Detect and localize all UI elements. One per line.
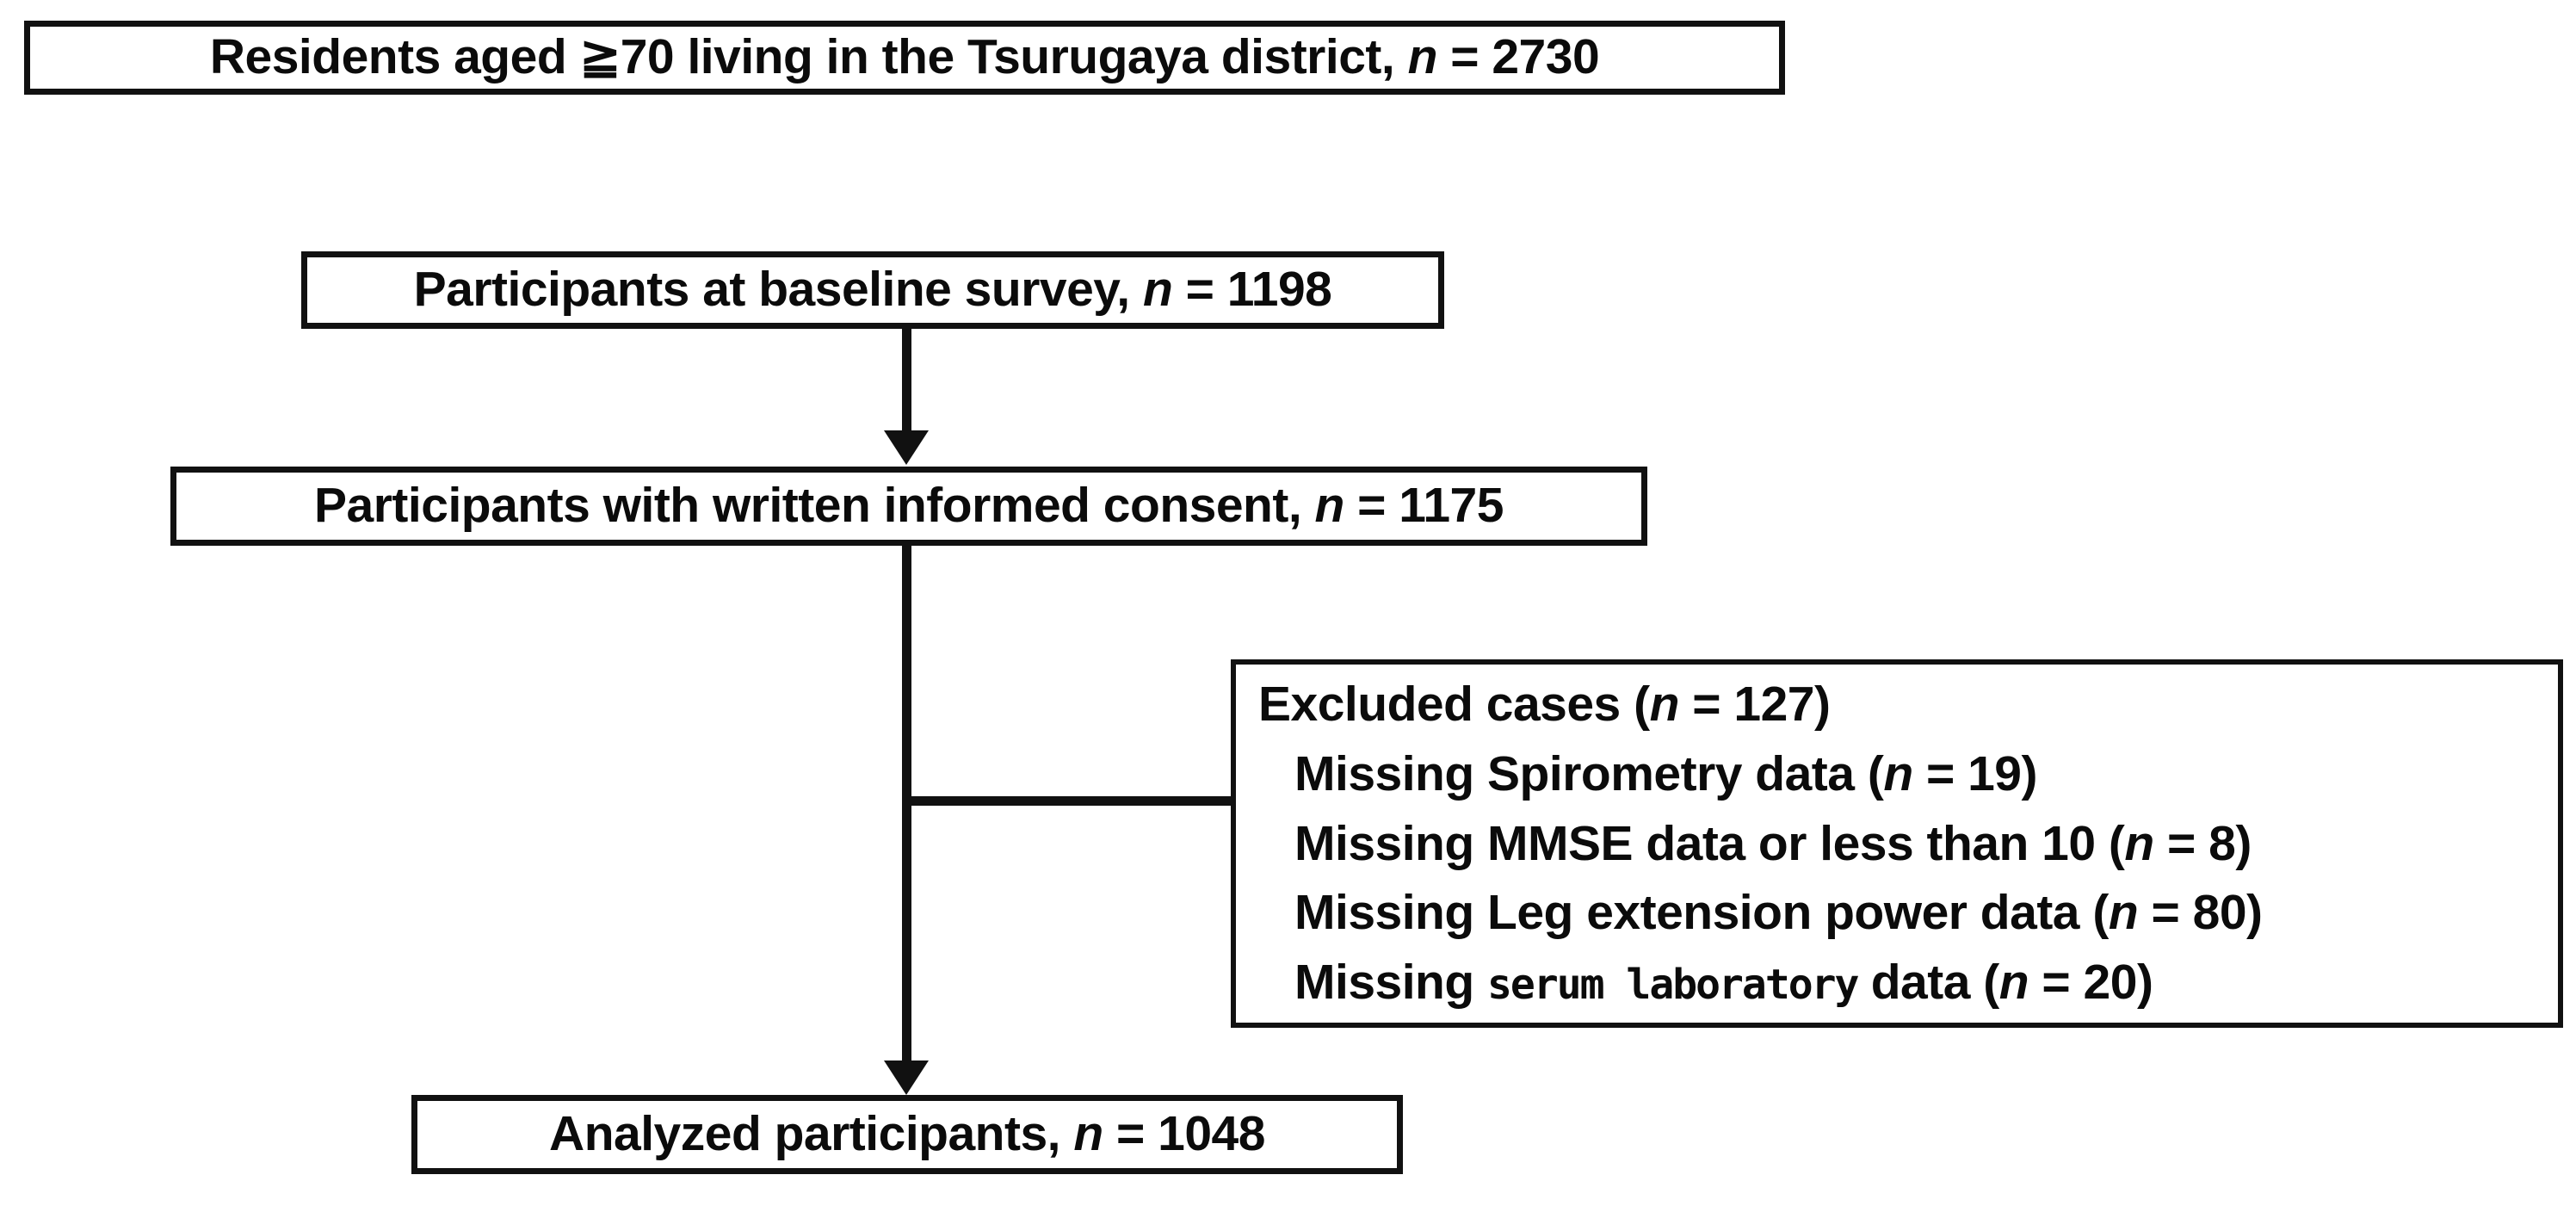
excluded-title-count: = 127): [1678, 676, 1831, 732]
excluded-item-1-prefix: Missing MMSE data or less than 10 (: [1294, 815, 2125, 871]
excluded-cases-title: Excluded cases (n = 127): [1258, 670, 2558, 739]
excluded-item-3-prefix: Missing: [1294, 955, 1488, 1011]
connector-consent-to-analyzed-arrowhead-icon: [884, 1060, 929, 1095]
excluded-item-2-count: = 80): [2138, 885, 2263, 941]
node-baseline-box: Participants at baseline survey, n = 119…: [301, 251, 1444, 329]
connector-consent-to-analyzed-line: [902, 546, 911, 1066]
node-analyzed-count: = 1048: [1103, 1106, 1265, 1162]
node-residents-text: Residents aged ≧70 living in the Tsuruga…: [209, 29, 1600, 85]
excluded-item-3-mid: data (: [1857, 955, 2000, 1011]
connector-consent-to-excluded-line: [902, 796, 1236, 806]
excluded-title-prefix: Excluded cases (: [1258, 676, 1650, 732]
excluded-cases-box: Excluded cases (n = 127) Missing Spirome…: [1231, 659, 2563, 1028]
excluded-item-0-n-symbol: n: [1883, 745, 1913, 801]
excluded-item-3-narrow-word: serum laboratory: [1487, 961, 1859, 1010]
excluded-title-n-symbol: n: [1649, 676, 1680, 732]
node-analyzed-n-symbol: n: [1073, 1106, 1103, 1162]
connector-baseline-to-consent-line: [902, 329, 911, 436]
node-analyzed-box: Analyzed participants, n = 1048: [411, 1095, 1403, 1174]
excluded-item-mmse: Missing MMSE data or less than 10 (n = 8…: [1258, 809, 2558, 879]
node-baseline-label: Participants at baseline survey,: [413, 262, 1143, 318]
excluded-item-leg-extension-power: Missing Leg extension power data (n = 80…: [1258, 878, 2558, 948]
excluded-item-3-count: = 20): [2029, 955, 2153, 1011]
node-baseline-count: = 1198: [1172, 262, 1332, 318]
node-residents-label: Residents aged ≧70 living in the Tsuruga…: [209, 29, 1408, 85]
node-residents-n-symbol: n: [1407, 29, 1438, 85]
excluded-item-serum-laboratory: Missing serum laboratory data (n = 20): [1258, 948, 2558, 1017]
node-consent-text: Participants with written informed conse…: [314, 478, 1504, 534]
node-consent-box: Participants with written informed conse…: [170, 467, 1647, 546]
node-analyzed-label: Analyzed participants,: [549, 1106, 1074, 1162]
node-baseline-text: Participants at baseline survey, n = 119…: [413, 262, 1332, 318]
node-residents-count: = 2730: [1436, 29, 1600, 85]
node-baseline-n-symbol: n: [1142, 262, 1173, 318]
excluded-item-0-prefix: Missing Spirometry data (: [1294, 745, 1884, 801]
excluded-item-0-count: = 19): [1912, 745, 2038, 801]
node-consent-n-symbol: n: [1314, 478, 1345, 534]
excluded-item-2-n-symbol: n: [2108, 885, 2139, 941]
excluded-item-1-count: = 8): [2153, 815, 2252, 871]
node-residents-box: Residents aged ≧70 living in the Tsuruga…: [24, 21, 1785, 95]
node-consent-count: = 1175: [1344, 478, 1504, 534]
connector-baseline-to-consent-arrowhead-icon: [884, 430, 929, 465]
node-analyzed-text: Analyzed participants, n = 1048: [549, 1106, 1265, 1162]
excluded-item-3-n-symbol: n: [1998, 955, 2029, 1011]
excluded-item-1-n-symbol: n: [2124, 815, 2154, 871]
excluded-item-spirometry: Missing Spirometry data (n = 19): [1258, 739, 2558, 809]
excluded-item-2-prefix: Missing Leg extension power data (: [1294, 885, 2109, 941]
node-consent-label: Participants with written informed conse…: [314, 478, 1315, 534]
